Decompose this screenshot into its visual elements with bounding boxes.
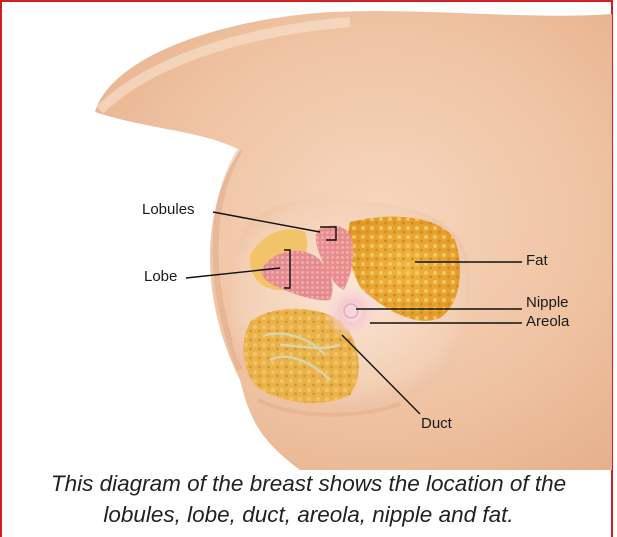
label-fat: Fat — [526, 252, 548, 270]
label-lobules: Lobules — [142, 201, 195, 219]
caption-line-1: This diagram of the breast shows the loc… — [10, 468, 607, 499]
caption-line-2: lobules, lobe, duct, areola, nipple and … — [10, 499, 607, 530]
label-areola: Areola — [526, 313, 569, 331]
label-duct: Duct — [421, 415, 452, 433]
figure-caption: This diagram of the breast shows the loc… — [10, 468, 607, 530]
label-nipple: Nipple — [526, 294, 569, 312]
label-lobe: Lobe — [144, 268, 177, 286]
nipple-shape — [344, 304, 358, 318]
